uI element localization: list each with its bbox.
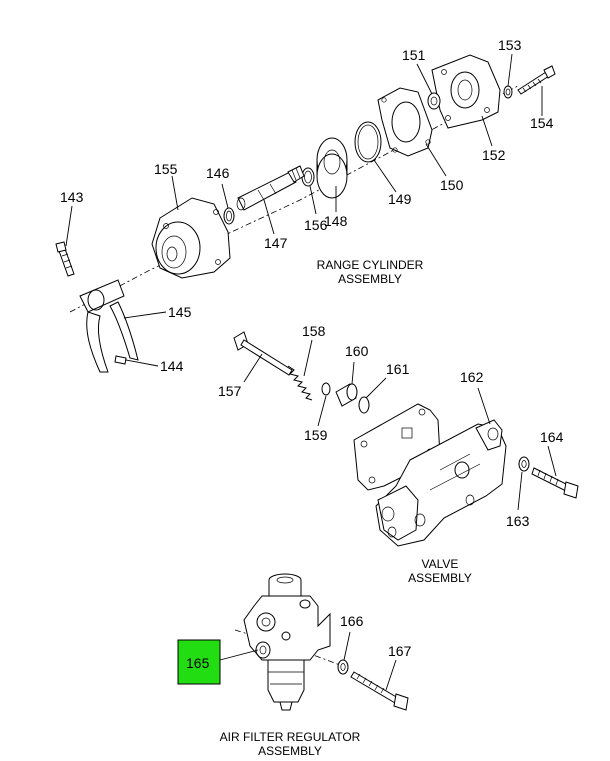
callout-158: 158	[302, 323, 326, 339]
callout-149: 149	[388, 191, 412, 207]
callout-155: 155	[154, 161, 178, 177]
part-158-spring	[287, 365, 313, 401]
callout-152: 152	[482, 147, 506, 163]
range-cylinder-caption-line1: RANGE CYLINDER	[317, 258, 424, 272]
callout-159: 159	[304, 427, 328, 443]
callout-164: 164	[540, 429, 564, 445]
part-156-o-ring	[301, 167, 315, 187]
callout-147: 147	[264, 235, 288, 251]
part-143-bolt	[55, 241, 75, 277]
part-148-piston	[316, 137, 348, 199]
air-filter-caption-line2: ASSEMBLY	[258, 744, 322, 758]
part-151-nut	[427, 92, 441, 110]
valve-caption-line2: ASSEMBLY	[408, 571, 472, 585]
valve-assembly	[233, 331, 579, 547]
part-152-housing-cover	[431, 54, 501, 129]
callout-143: 143	[60, 189, 84, 205]
part-150-gasket	[377, 87, 433, 157]
part-162-valve-body	[375, 419, 507, 547]
part-146-o-ring	[223, 207, 235, 225]
part-157-bolt	[233, 331, 293, 376]
part-144-pin	[114, 355, 127, 365]
part-147-shaft	[236, 165, 305, 211]
callout-160: 160	[345, 343, 369, 359]
callout-145: 145	[168, 304, 192, 320]
callout-146: 146	[206, 165, 230, 181]
callout-156: 156	[304, 217, 328, 233]
part-161-o-ring	[358, 396, 370, 414]
assembly-captions: RANGE CYLINDER ASSEMBLY VALVE ASSEMBLY A…	[220, 258, 472, 758]
callout-161: 161	[386, 361, 410, 377]
callout-150: 150	[440, 177, 464, 193]
part-155-cylinder-housing	[151, 197, 231, 279]
part-165-air-filter-regulator	[243, 573, 331, 711]
range-cylinder-assembly	[55, 54, 556, 373]
part-145-shift-fork	[79, 279, 139, 373]
part-163-washer	[518, 456, 530, 472]
part-154-bolt	[517, 65, 556, 95]
callout-151: 151	[402, 47, 426, 63]
callout-165[interactable]: 165	[186, 655, 210, 671]
part-165-highlight-box[interactable]	[177, 639, 221, 685]
callout-157: 157	[218, 383, 242, 399]
air-filter-caption-line1: AIR FILTER REGULATOR	[220, 730, 361, 744]
valve-caption-line1: VALVE	[422, 557, 459, 571]
part-164-bolt	[531, 467, 579, 499]
callout-166: 166	[340, 613, 364, 629]
callout-153: 153	[498, 37, 522, 53]
part-166-washer	[337, 659, 349, 675]
part-149-o-ring	[354, 121, 382, 163]
callout-labels: 143 144 145 146 147 148 149 150 151 152 …	[60, 37, 564, 671]
callout-154: 154	[530, 115, 554, 131]
part-159-o-ring	[321, 382, 331, 396]
callout-162: 162	[460, 369, 484, 385]
part-167-bolt	[350, 671, 409, 711]
callout-167: 167	[388, 643, 412, 659]
leader-lines	[65, 53, 557, 691]
part-160-plunger	[335, 383, 358, 407]
range-cylinder-caption-line2: ASSEMBLY	[338, 272, 402, 286]
air-filter-regulator-assembly	[177, 573, 409, 711]
callout-144: 144	[160, 358, 184, 374]
callout-148: 148	[324, 213, 348, 229]
part-153-washer	[503, 85, 513, 99]
callout-163: 163	[506, 513, 530, 529]
